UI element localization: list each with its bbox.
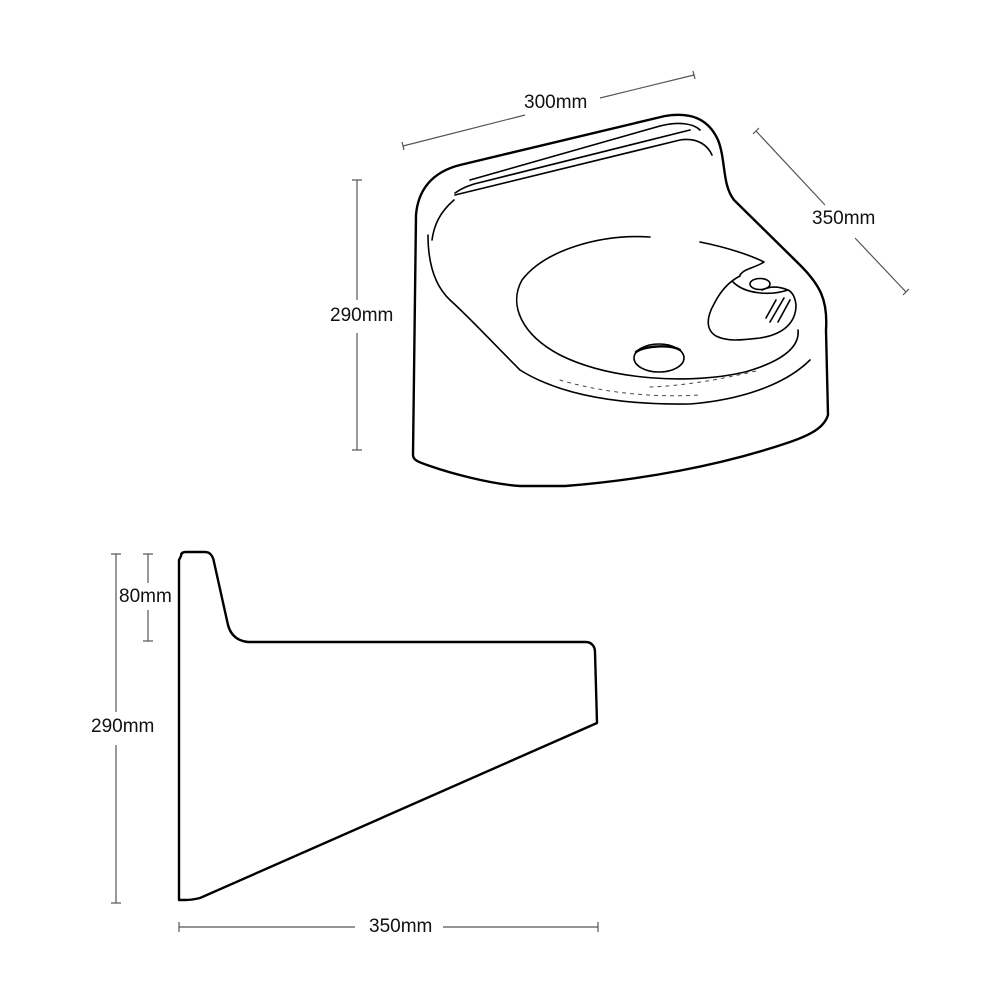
label-height-290-side: 290mm [90, 716, 156, 738]
dimension-height-290-iso [352, 179, 362, 451]
dimension-depth-350 [752, 127, 910, 296]
drain-hole-shadow [634, 345, 682, 354]
label-width-300: 300mm [523, 92, 589, 114]
bowl-rim-back [699, 241, 765, 276]
drain-hole [633, 343, 685, 373]
rim-line-1 [469, 122, 701, 181]
rim-line-2 [454, 129, 691, 194]
rim-line-3 [454, 138, 713, 196]
bubbler-hatch-1 [765, 299, 777, 319]
label-depth-350: 350mm [811, 208, 877, 230]
dimension-width-300 [401, 70, 696, 151]
bubbler-top [732, 281, 789, 295]
deck-back-curve [431, 199, 455, 241]
deck-inner-edge [427, 234, 811, 405]
bubbler-hatch-3 [777, 299, 791, 323]
side-profile-view [177, 550, 599, 902]
basin-body-outline [411, 113, 830, 488]
isometric-view [411, 113, 830, 488]
dimension-depth-350-side [178, 922, 599, 932]
label-height-290-iso: 290mm [329, 305, 395, 327]
bowl-inner-dash-2 [649, 369, 761, 388]
bowl-rim [515, 235, 799, 380]
bubbler-nozzle [749, 277, 771, 291]
dimension-upstand-80 [143, 553, 153, 642]
bubbler-mound [707, 275, 797, 341]
dimension-height-290-side [111, 553, 121, 904]
label-depth-350-side: 350mm [368, 916, 434, 938]
side-profile-outline [177, 550, 599, 902]
bubbler-hatch-2 [769, 297, 785, 323]
label-upstand-80: 80mm [118, 586, 173, 608]
